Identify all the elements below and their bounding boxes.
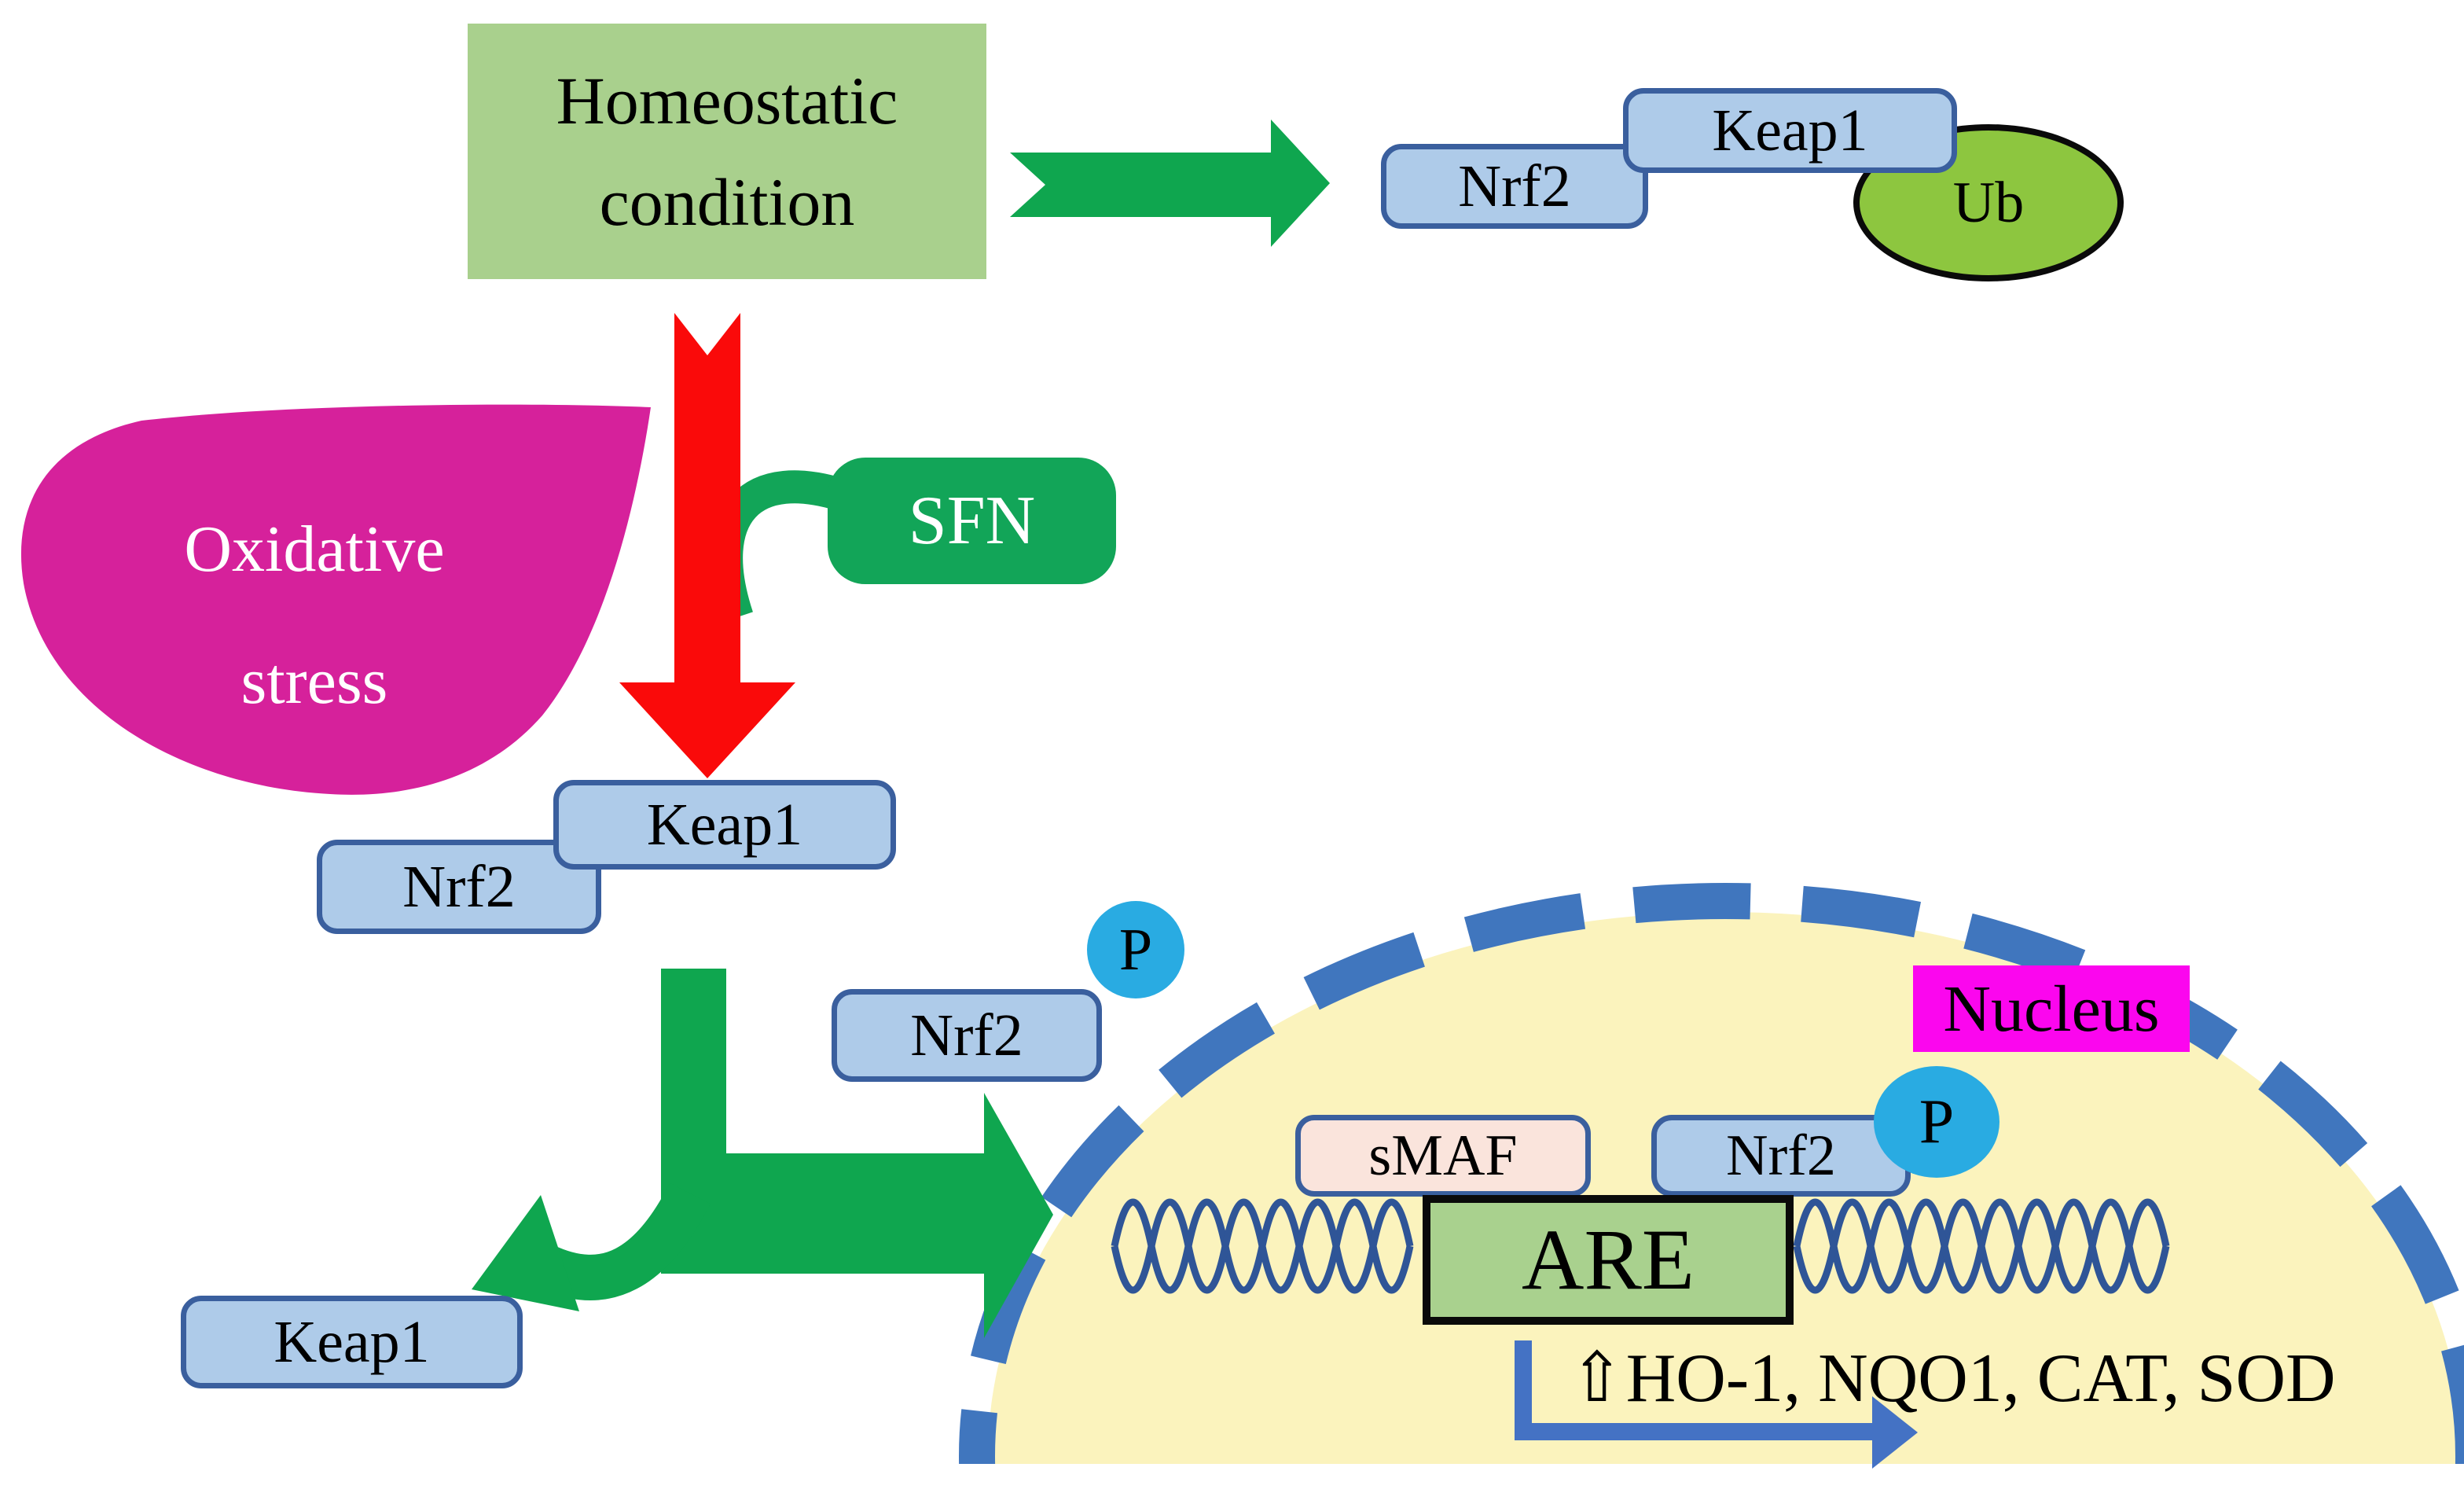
nuclear-translocation-arrow <box>661 969 1053 1338</box>
phosphate-badge: P <box>1087 901 1184 998</box>
oxidative-stress-line1: Oxidative <box>184 513 445 586</box>
stress-arrow-icon <box>619 313 795 778</box>
nrf2-box-homeostasis: Nrf2 <box>1381 144 1648 229</box>
homeostatic-line1: Homeostatic <box>556 62 898 138</box>
homeostasis-arrow-icon <box>1010 120 1330 247</box>
keap1-box-released: Keap1 <box>181 1296 523 1388</box>
oxidative-stress-blob <box>20 404 652 795</box>
keap1-box-cytoplasm: Keap1 <box>553 780 896 870</box>
keap1-release-arrowhead-icon <box>472 1195 579 1311</box>
are-box: ARE <box>1423 1195 1794 1325</box>
homeostatic-line2: condition <box>599 164 855 240</box>
nucleus-membrane-dashed-border <box>959 883 2464 1464</box>
phospho-nrf2-box: Nrf2 <box>832 989 1102 1082</box>
phosphate-badge-nucleus: P <box>1874 1066 1999 1178</box>
oxidative-stress-line2: stress <box>241 645 388 718</box>
keap1-box-homeostasis: Keap1 <box>1623 88 1957 173</box>
nucleus-label: Nucleus <box>1913 965 2190 1052</box>
transcription-start-arrow <box>1515 1340 1872 1440</box>
transcription-arrowhead-icon <box>1872 1396 1918 1469</box>
dna-helix-left <box>1111 1198 1414 1294</box>
smaf-box: sMAF <box>1295 1115 1591 1197</box>
homeostatic-condition-box: Homeostatic condition <box>468 24 986 279</box>
keap1-release-arrow-curve <box>534 1182 711 1300</box>
dna-helix-right <box>1793 1198 2170 1294</box>
sfn-box: SFN <box>828 458 1116 584</box>
target-genes-text: ⇧HO-1, NQO1, CAT, SOD <box>1568 1340 2336 1417</box>
nrf2-box-nucleus: Nrf2 <box>1651 1115 1911 1197</box>
